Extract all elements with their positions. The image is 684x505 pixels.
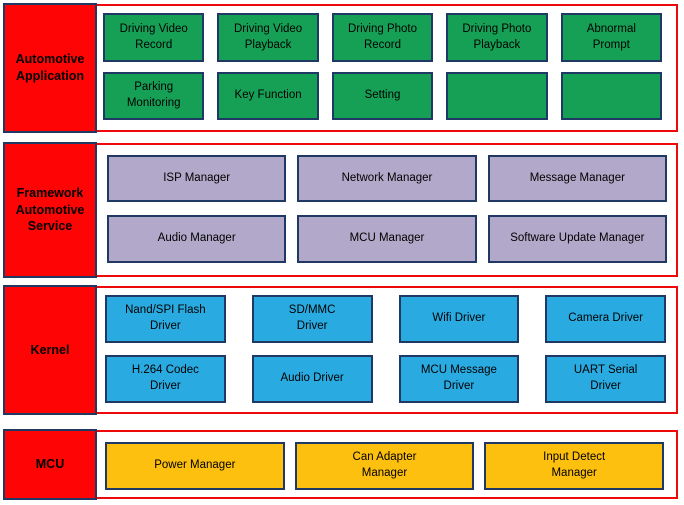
- service-box-audio-manager: Audio Manager: [107, 215, 287, 263]
- layer-label-kernel: Kernel: [3, 285, 97, 415]
- app-box-driving-video-playback: Driving Video Playback: [217, 13, 319, 62]
- service-box-isp-manager: ISP Manager: [107, 155, 287, 202]
- layer-label-framework-automotive-service: Framework Automotive Service: [3, 142, 97, 278]
- app-box-setting: Setting: [331, 72, 434, 120]
- service-box-message-manager: Message Manager: [487, 155, 667, 202]
- layer-label-mcu: MCU: [3, 429, 97, 500]
- service-box-mcu-manager: MCU Manager: [297, 215, 477, 263]
- mcu-box-power-manager: Power Manager: [105, 442, 285, 490]
- mcu-box-input-detect-manager: Input Detect Manager: [484, 442, 664, 490]
- app-box-empty-2: [560, 72, 662, 120]
- layer-boxes-framework-automotive-service: ISP Manager Network Manager Message Mana…: [107, 155, 667, 263]
- app-box-parking-monitoring: Parking Monitoring: [103, 72, 205, 120]
- kernel-box-nand-spi-flash-driver: Nand/SPI Flash Driver: [105, 295, 226, 343]
- service-box-network-manager: Network Manager: [297, 155, 477, 202]
- app-box-driving-photo-record: Driving Photo Record: [331, 13, 434, 62]
- kernel-box-audio-driver: Audio Driver: [251, 355, 373, 403]
- kernel-box-camera-driver: Camera Driver: [545, 295, 666, 343]
- kernel-box-h264-codec-driver: H.264 Codec Driver: [105, 355, 226, 403]
- mcu-box-can-adapter-manager: Can Adapter Manager: [294, 442, 475, 490]
- layer-boxes-kernel: Nand/SPI Flash Driver SD/MMC Driver Wifi…: [105, 295, 666, 403]
- app-box-driving-photo-playback: Driving Photo Playback: [446, 13, 548, 62]
- layer-label-automotive-application: Automotive Application: [3, 3, 97, 133]
- app-box-driving-video-record: Driving Video Record: [103, 13, 205, 62]
- layer-automotive-application: Automotive Application Driving Video Rec…: [0, 3, 684, 133]
- app-box-abnormal-prompt: Abnormal Prompt: [560, 13, 662, 62]
- layer-framework-automotive-service: Framework Automotive Service ISP Manager…: [0, 142, 684, 278]
- kernel-box-uart-serial-driver: UART Serial Driver: [545, 355, 666, 403]
- app-box-key-function: Key Function: [217, 72, 319, 120]
- service-box-software-update-manager: Software Update Manager: [487, 215, 667, 263]
- layer-mcu: MCU Power Manager Can Adapter Manager In…: [0, 429, 684, 500]
- kernel-box-sd-mmc-driver: SD/MMC Driver: [251, 295, 373, 343]
- kernel-box-mcu-message-driver: MCU Message Driver: [398, 355, 520, 403]
- app-box-empty-1: [446, 72, 548, 120]
- layer-boxes-mcu: Power Manager Can Adapter Manager Input …: [105, 442, 664, 490]
- kernel-box-wifi-driver: Wifi Driver: [398, 295, 520, 343]
- layer-kernel: Kernel Nand/SPI Flash Driver SD/MMC Driv…: [0, 285, 684, 415]
- layer-boxes-automotive-application: Driving Video Record Driving Video Playb…: [103, 13, 662, 120]
